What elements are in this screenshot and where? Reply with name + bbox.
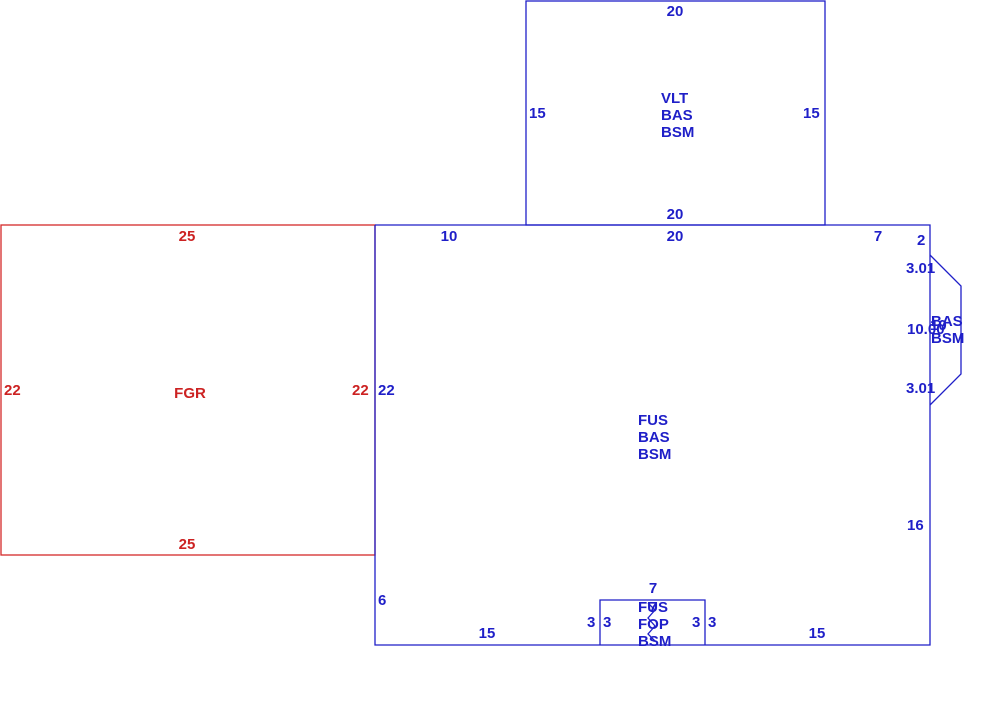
main-right-top-dim: 2 [917,232,925,249]
garage-left-dim: 22 [4,382,21,399]
vault-top-dim: 20 [667,3,684,20]
porch-outline [599,599,706,645]
porch-right-out-dim: 3 [708,614,716,631]
vault-left-dim: 15 [529,105,546,122]
garage-right-dim: 22 [352,382,369,399]
garage-top-dim: 25 [179,228,196,245]
porch-left-out-dim: 3 [587,614,595,631]
porch-notch [647,602,656,642]
vault-bottom-dim: 20 [667,206,684,223]
porch-label: FUS FOP BSM [638,599,673,650]
bay-upper-dim: 3.01 [906,260,935,277]
bay-middle-dim: 10.00 [907,321,945,338]
vault-right-dim: 15 [803,105,820,122]
main-top-left-dim: 10 [441,228,458,245]
main-bottom-right-dim: 15 [809,625,826,642]
main-house-outline [374,224,931,646]
main-right-low-dim: 16 [907,517,924,534]
bay-mid-mark: 10 [930,317,947,334]
main-left-dim: 22 [378,382,395,399]
bay-label: BAS BSM [931,313,967,347]
main-house-label: FUS BAS BSM [638,412,674,463]
main-bottom-left-dim: 15 [479,625,496,642]
garage-label: FGR [174,385,206,402]
vault-label: VLT BAS BSM [661,90,697,141]
bay-outline [929,254,962,406]
main-left-low-dim: 6 [378,592,386,609]
porch-right-in-dim: 3 [692,614,700,631]
porch-left-in-dim: 3 [603,614,611,631]
main-top-right-dim: 7 [874,228,882,245]
bay-lower-dim: 3.01 [906,380,935,397]
porch-top-dim: 7 [649,580,657,597]
main-top-mid-dim: 20 [667,228,684,245]
porch-inner-top-dim: 7 [649,599,657,616]
garage-bottom-dim: 25 [179,536,196,553]
